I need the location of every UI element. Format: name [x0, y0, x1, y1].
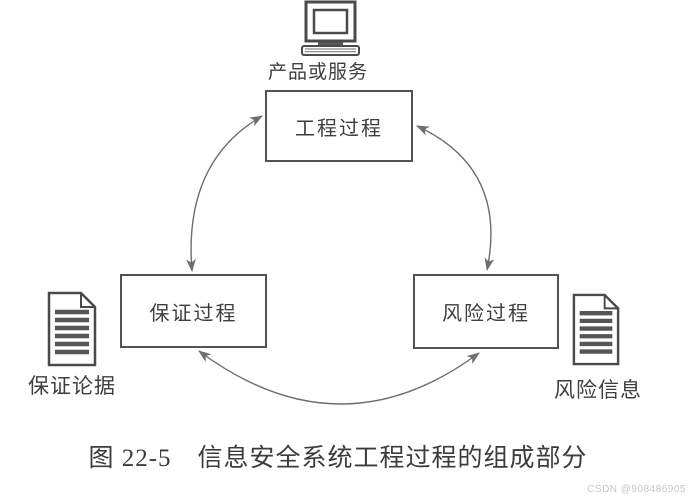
document-icon	[47, 291, 97, 367]
node-assurance-label: 保证过程	[149, 302, 238, 325]
computer-icon	[301, 0, 360, 56]
figure-caption: 图 22-5 信息安全系统工程过程的组成部分	[88, 445, 588, 472]
assurance-evidence-label: 保证论据	[28, 374, 116, 398]
assurance-evidence-artifact	[45, 291, 99, 372]
node-assurance-process: 保证过程	[120, 274, 267, 348]
node-risk-process: 风险过程	[413, 274, 559, 349]
risk-information-label: 风险信息	[554, 378, 642, 402]
arc-engineering-assurance	[186, 115, 263, 273]
arc-assurance-risk	[198, 350, 480, 405]
node-engineering-process: 工程过程	[265, 90, 413, 162]
watermark: CSDN @908486905	[587, 484, 686, 495]
node-engineering-label: 工程过程	[295, 117, 383, 140]
arc-engineering-risk	[416, 125, 495, 272]
product-artifact	[298, 0, 362, 63]
product-label: 产品或服务	[267, 62, 368, 83]
document-icon	[572, 293, 620, 366]
risk-information-artifact	[569, 293, 623, 371]
node-risk-label: 风险过程	[442, 303, 530, 325]
